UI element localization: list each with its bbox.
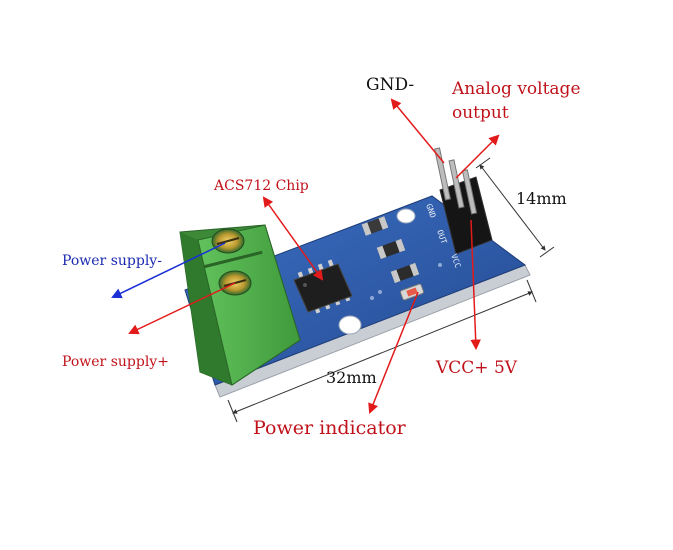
label-gnd: GND- [366,75,414,95]
via [370,296,374,300]
terminal-front [180,232,232,385]
arrow-power-supply-minus [111,242,226,299]
via [438,263,442,267]
mounting-hole [338,315,362,335]
arrow-chip [262,196,324,281]
label-power-indicator: Power indicator [253,417,407,439]
arrow-power-supply-plus [128,282,236,335]
mounting-hole [396,208,416,224]
label-chip: ACS712 Chip [213,178,309,194]
terminal-slit [203,250,263,269]
screw-slot [216,237,240,245]
arrow-gnd [390,98,445,164]
header-pin [461,169,478,215]
arrow-power-indicator [368,291,419,414]
capacitor [361,216,389,236]
label-vcc: VCC+ 5V [435,358,518,378]
dimension-14mm [475,157,555,258]
label-power-supply-minus: Power supply- [62,253,162,269]
arrow-vcc [470,219,481,351]
label-analog-output: output [452,103,509,123]
via [378,290,382,294]
arrow-analog-output [455,134,500,179]
label-analog-voltage: Analog voltage [451,79,581,99]
dimension-32mm-label: 32mm [326,368,377,387]
dimension-32mm [227,279,537,423]
header-pin [434,147,451,201]
header-pin [448,159,465,209]
resistor [376,238,406,260]
dimension-14mm-label: 14mm [516,189,567,208]
resistor [390,262,420,284]
label-power-supply-plus: Power supply+ [62,354,169,370]
chip-pin1-dot [303,283,307,287]
